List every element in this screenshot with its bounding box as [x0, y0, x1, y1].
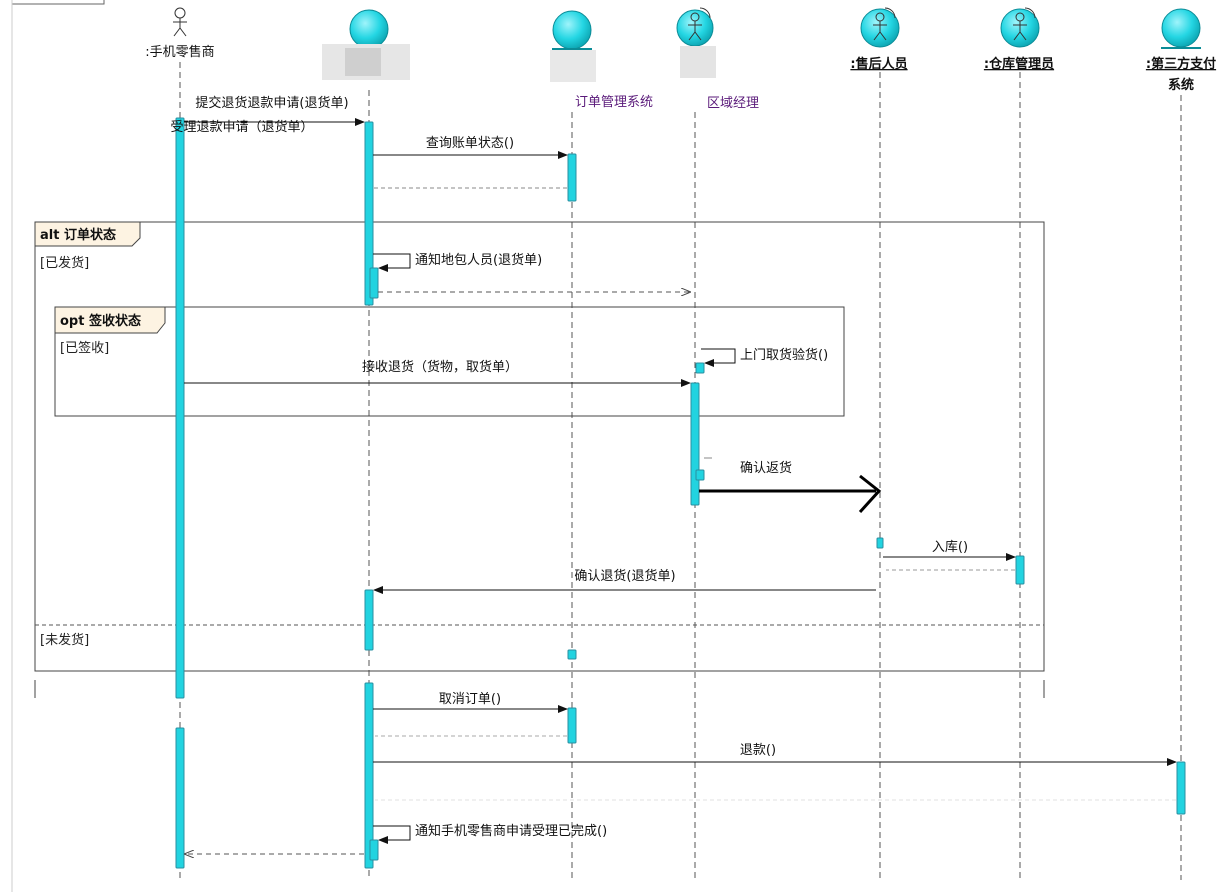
worker-icon — [676, 7, 714, 47]
participant-label-warehouse: :仓库管理员 — [984, 56, 1054, 72]
self-message-arrow — [373, 253, 411, 272]
blurred-label-mask — [680, 46, 716, 78]
blurred-label-mask — [550, 50, 596, 82]
message-label: 入库() — [932, 539, 968, 555]
window-corner — [11, 0, 105, 5]
participant-label-retailer: :手机零售商 — [145, 44, 214, 60]
activation-bar — [1176, 761, 1186, 815]
entity-icon — [552, 10, 592, 50]
message-label: 确认返货 — [740, 460, 792, 476]
entity-icon — [1161, 8, 1201, 49]
participant-label-order-system: 订单管理系统 — [575, 95, 653, 110]
opt-guard-signed: [已签收] — [60, 340, 109, 356]
worker-icon — [860, 7, 900, 48]
activation-bar — [369, 839, 379, 861]
activation-bar — [695, 469, 705, 481]
activation-bar — [690, 382, 700, 506]
opt-frame-title: opt 签收状态 — [60, 313, 141, 329]
opt-frame — [54, 306, 845, 417]
activation-bar — [369, 267, 379, 299]
message-label: 通知手机零售商申请受理已完成() — [415, 823, 607, 839]
arrow-head-icon — [858, 474, 882, 514]
boundary-icon — [349, 9, 389, 49]
message-label: 取消订单() — [439, 692, 501, 707]
message-label: 确认退货(退货单) — [574, 568, 675, 584]
blurred-label-mask-inner — [345, 48, 381, 76]
self-message-arrow — [701, 348, 736, 367]
activation-bar — [364, 682, 374, 869]
alt-guard-shipped: [已发货] — [40, 255, 89, 271]
participant-label-payment: :第三方支付 — [1146, 56, 1216, 72]
alt-frame — [34, 221, 1045, 672]
alt-frame-title: alt 订单状态 — [40, 227, 116, 243]
participant-label-payment-line2: 系统 — [1168, 77, 1194, 93]
message-label: 受理退款申请（退货单） — [170, 119, 313, 135]
participant-label-regional-manager: 区域经理 — [707, 96, 759, 111]
message-label: 接收退货（货物，取货单） — [362, 359, 518, 375]
lifelines — [179, 62, 1182, 880]
activation-bars — [175, 117, 1186, 869]
activation-bar — [175, 727, 185, 869]
worker-icon — [1000, 7, 1040, 48]
message-label: 上门取货验货() — [740, 347, 828, 363]
activation-bar — [567, 649, 577, 660]
activation-bar — [175, 117, 185, 699]
self-message-arrow — [373, 825, 411, 844]
message-label: 提交退货退款申请(退货单) — [195, 95, 348, 111]
alt-guard-not-shipped: [未发货] — [40, 632, 89, 648]
activation-bar — [876, 537, 884, 549]
activation-bar — [695, 362, 705, 374]
message-label: 查询账单状态() — [426, 136, 514, 151]
activation-bar — [364, 589, 374, 651]
participant-label-after-sales: :售后人员 — [850, 56, 907, 72]
actor-icon — [173, 7, 187, 37]
message-label: 退款() — [740, 743, 776, 758]
activation-bar — [567, 707, 577, 744]
activation-bar — [364, 121, 374, 306]
activation-bar — [567, 153, 577, 202]
activation-bar — [1015, 555, 1025, 585]
message-label: 通知地包人员(退货单) — [415, 252, 542, 268]
